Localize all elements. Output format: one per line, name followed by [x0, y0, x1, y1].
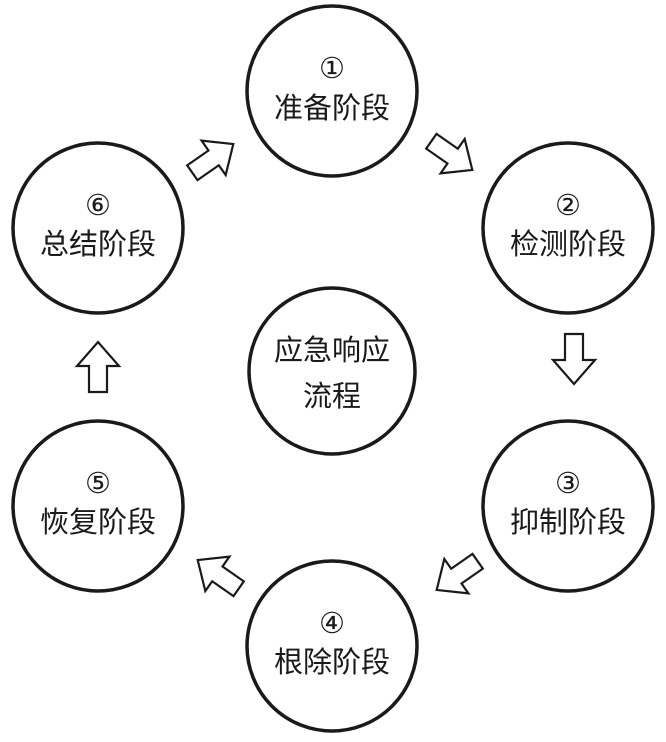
arrow-containment-to-eradication [435, 552, 485, 595]
stage-label-1: 准备阶段 [274, 91, 390, 125]
stage-number-6: ⑥ [85, 188, 111, 222]
stage-label-5: 恢复阶段 [40, 505, 156, 539]
stage-circle-4 [245, 559, 419, 733]
stage-circle-2 [481, 141, 655, 315]
center-title-line2: 流程 [303, 379, 361, 413]
stage-number-3: ③ [555, 466, 581, 500]
stage-node-detection: ② 检测阶段 [481, 141, 655, 315]
stage-node-summary: ⑥ 总结阶段 [11, 141, 185, 315]
stage-label-3: 抑制阶段 [510, 505, 626, 539]
stage-node-preparation: ① 准备阶段 [245, 4, 419, 178]
stage-label-2: 检测阶段 [510, 227, 626, 261]
arrow-summary-to-preparation [185, 139, 235, 182]
arrow-eradication-to-recovery [196, 555, 246, 598]
center-node: 应急响应 流程 [247, 286, 417, 456]
up-arrow-icon [74, 340, 122, 394]
stage-node-recovery: ⑤ 恢复阶段 [11, 419, 185, 593]
stage-circle-5 [11, 419, 185, 593]
right-arrow-icon [424, 132, 474, 175]
stage-number-4: ④ [319, 606, 345, 640]
stage-number-1: ① [319, 51, 345, 85]
down-left-arrow-icon [435, 552, 485, 595]
arrow-recovery-to-summary [74, 340, 122, 394]
stage-circle-1 [245, 4, 419, 178]
center-title-line1: 应急响应 [274, 333, 390, 367]
arrow-preparation-to-detection [424, 132, 474, 175]
stage-number-2: ② [555, 188, 581, 222]
up-left-arrow-icon [196, 555, 246, 598]
stage-circle-3 [481, 419, 655, 593]
stage-label-6: 总结阶段 [40, 227, 156, 261]
down-arrow-icon [550, 332, 598, 386]
stage-number-5: ⑤ [85, 466, 111, 500]
stage-label-4: 根除阶段 [274, 645, 390, 679]
stage-circle-6 [11, 141, 185, 315]
stage-node-eradication: ④ 根除阶段 [245, 559, 419, 733]
arrow-detection-to-containment [550, 332, 598, 386]
center-circle [247, 286, 417, 456]
up-right-arrow-icon [185, 139, 235, 182]
stage-node-containment: ③ 抑制阶段 [481, 419, 655, 593]
